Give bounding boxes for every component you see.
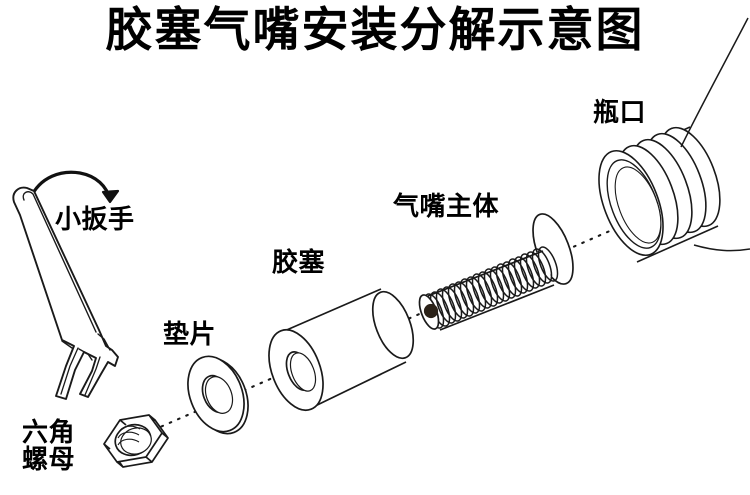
rotation-arrow-icon (28, 170, 120, 204)
bottle-neck-icon (598, 17, 750, 268)
label-bottle-neck: 瓶口 (593, 98, 647, 128)
tapered-plug-icon (268, 288, 415, 411)
label-rubber-plug: 胶塞 (272, 248, 326, 278)
label-wrench: 小扳手 (55, 205, 135, 235)
label-valve-body: 气嘴主体 (393, 192, 500, 222)
label-hex-nut: 六角 螺母 (22, 418, 76, 476)
page-title: 胶塞气嘴安装分解示意图 (105, 3, 645, 58)
label-hex-nut-line2: 螺母 (22, 445, 76, 476)
threaded-stem-icon (418, 213, 574, 331)
label-washer: 垫片 (163, 320, 217, 350)
washer-ring-icon (187, 355, 249, 435)
wrench-icon (12, 186, 119, 400)
hex-nut-icon (103, 414, 169, 468)
label-hex-nut-line1: 六角 (22, 418, 76, 448)
